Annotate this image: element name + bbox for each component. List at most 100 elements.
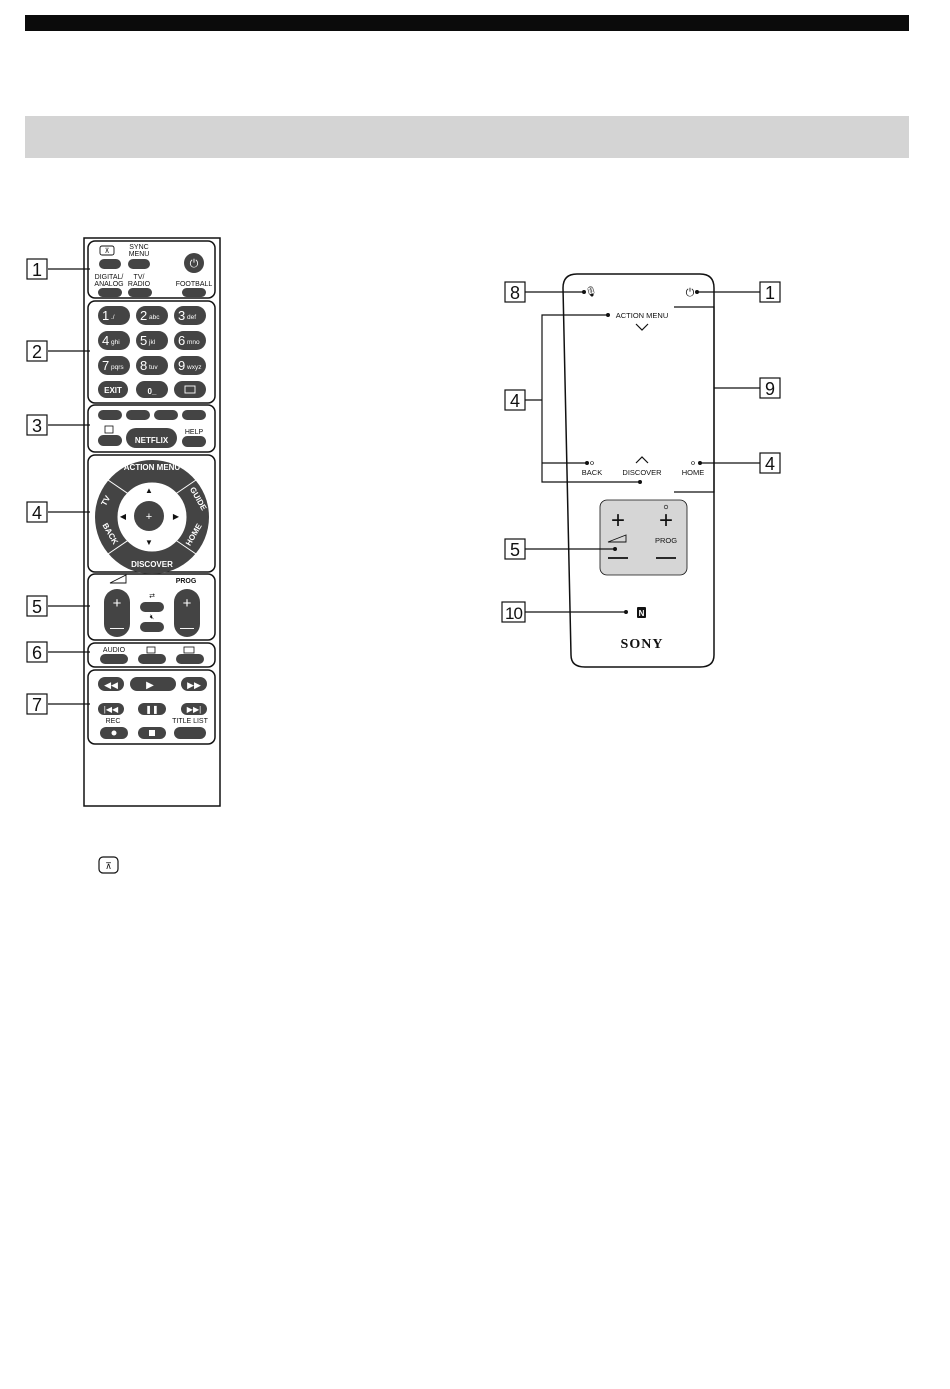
svg-text:RADIO: RADIO: [128, 281, 151, 288]
number-key-2[interactable]: [136, 306, 168, 325]
info-icon: [104, 425, 114, 434]
wide-icon: [183, 646, 195, 654]
green-button[interactable]: [126, 410, 150, 420]
number-key-9[interactable]: [174, 356, 206, 375]
svg-text:9: 9: [765, 379, 775, 399]
jump-button[interactable]: [140, 602, 164, 612]
audio-label: AUDIO: [103, 647, 126, 654]
number-key-label: 2: [140, 308, 147, 323]
power-button[interactable]: [184, 253, 204, 273]
zero-button[interactable]: [136, 381, 168, 398]
number-key-1[interactable]: [98, 306, 130, 325]
svg-text:7: 7: [32, 695, 42, 715]
action-menu-ring-label: ACTION MENU: [124, 463, 181, 472]
exit-label: EXIT: [104, 386, 122, 395]
svg-text:10: 10: [505, 604, 522, 623]
football-button[interactable]: [182, 288, 206, 297]
number-key-7[interactable]: [98, 356, 130, 375]
tv-radio-label: TV/: [134, 274, 145, 281]
netflix-button[interactable]: [126, 428, 177, 448]
subtitle-text-button[interactable]: [174, 381, 206, 398]
red-button[interactable]: [98, 410, 122, 420]
section-title-band: [25, 116, 909, 158]
mute-button[interactable]: [140, 622, 164, 632]
svg-text:❚❚: ❚❚: [145, 705, 158, 714]
chevron-up-icon: [635, 456, 649, 464]
number-key-6[interactable]: [174, 331, 206, 350]
number-key-label: 1: [102, 308, 109, 323]
teletext-icon: ⊼: [98, 856, 119, 874]
number-key-sublabel: jkl: [148, 339, 156, 346]
play-button[interactable]: [130, 677, 176, 691]
volume-icon: [109, 574, 127, 584]
number-key-sublabel: ghi: [111, 339, 120, 346]
svg-text:+: +: [659, 507, 673, 534]
number-key-sublabel: abc: [149, 314, 160, 321]
svg-text:◀◀: ◀◀: [104, 680, 118, 690]
number-key-label: 3: [178, 308, 185, 323]
prev-button[interactable]: [98, 703, 124, 715]
svg-text:▶▶|: ▶▶|: [187, 705, 201, 714]
number-key-3[interactable]: [174, 306, 206, 325]
subtitle-button[interactable]: [138, 654, 166, 664]
callout-4-touch-right: 4: [759, 452, 781, 474]
back-label: BACK: [582, 468, 602, 477]
navigation-ring: + ▲ ▼ ◀ ▶ ACTION MENU DISCOVER TV GUIDE …: [95, 460, 209, 574]
svg-text:2: 2: [32, 342, 42, 362]
teletext-button[interactable]: [99, 259, 121, 269]
wide-button[interactable]: [176, 654, 204, 664]
number-key-sublabel: ./: [111, 314, 115, 321]
zero-label: 0_: [148, 387, 157, 396]
number-key-sublabel: wxyz: [186, 364, 201, 371]
volume-rocker[interactable]: [104, 589, 130, 637]
callout-10: 10: [501, 601, 526, 623]
section-1-buttons: ⊼ SYNC MENU ⏻ DIGITAL/ ANALOG TV/ RADIO …: [94, 244, 212, 297]
pause-button[interactable]: [138, 703, 166, 715]
rec-label: REC: [106, 718, 121, 725]
digital-analog-label: DIGITAL/: [95, 274, 124, 281]
svg-text:ANALOG: ANALOG: [94, 281, 123, 288]
forward-button[interactable]: [181, 677, 207, 691]
number-key-5[interactable]: [136, 331, 168, 350]
svg-text:MENU: MENU: [129, 251, 150, 258]
svg-text:▶▶: ▶▶: [187, 680, 201, 690]
callout-7: 7: [26, 693, 48, 715]
digital-analog-button[interactable]: [98, 288, 122, 297]
svg-text:4: 4: [765, 454, 775, 474]
yellow-button[interactable]: [154, 410, 178, 420]
next-button[interactable]: [181, 703, 207, 715]
svg-text:+: +: [113, 595, 122, 612]
callout-5: 5: [26, 595, 48, 617]
sync-menu-button[interactable]: [128, 259, 150, 269]
subtitle-icon: [146, 646, 156, 654]
action-menu-label: ACTION MENU: [616, 311, 669, 320]
svg-text:N: N: [639, 609, 645, 618]
number-key-4[interactable]: [98, 331, 130, 350]
svg-text:1: 1: [32, 260, 42, 280]
prog-rocker[interactable]: [174, 589, 200, 637]
section-7-buttons: ◀◀ ▶ ▶▶ |◀◀ ❚❚ ▶▶| REC TITLE LIST: [98, 677, 209, 739]
title-list-label: TITLE LIST: [172, 718, 209, 725]
help-button[interactable]: [182, 436, 206, 447]
number-key-label: 5: [140, 333, 147, 348]
info-button[interactable]: [98, 435, 122, 446]
svg-text:+: +: [611, 507, 625, 534]
callout-3: 3: [26, 414, 48, 436]
svg-text:|◀◀: |◀◀: [104, 705, 119, 714]
blue-button[interactable]: [182, 410, 206, 420]
ok-button[interactable]: [134, 501, 164, 531]
number-key-label: 7: [102, 358, 109, 373]
audio-button[interactable]: [100, 654, 128, 664]
rewind-button[interactable]: [98, 677, 124, 691]
volume-prog-keys[interactable]: [599, 499, 688, 576]
title-list-button[interactable]: [174, 727, 206, 739]
number-key-sublabel: def: [187, 314, 196, 321]
exit-button[interactable]: [98, 381, 128, 398]
number-key-label: 9: [178, 358, 185, 373]
right-arrow-icon: ▶: [173, 512, 180, 521]
tv-radio-button[interactable]: [128, 288, 152, 297]
number-key-8[interactable]: [136, 356, 168, 375]
callout-1: 1: [26, 258, 48, 280]
standard-callouts: 1 2 3 4 5 6 7: [26, 258, 90, 715]
